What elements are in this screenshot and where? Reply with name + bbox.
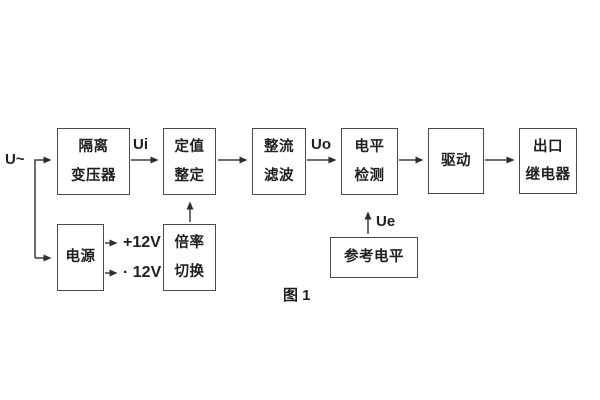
block-label-line: 滤波: [264, 167, 294, 184]
signal-label-ui: Ui: [133, 136, 148, 153]
block-label-line: 整流: [264, 139, 294, 155]
signal-label-input-voltage: U~: [5, 151, 25, 168]
block-setpoint-setting: 定值 整定: [163, 128, 216, 195]
block-label-line: 电平: [354, 139, 385, 155]
block-power-supply: 电源: [57, 224, 104, 291]
figure-caption: 图 1: [283, 287, 311, 304]
block-label-line: 驱动: [441, 152, 471, 169]
block-label-line: 隔离: [78, 139, 109, 155]
block-reference-level: 参考电平: [330, 237, 418, 278]
block-rectifier-filter: 整流 滤波: [252, 128, 306, 195]
arrow-input-to-transformer: [34, 156, 52, 258]
block-label-line: 变压器: [71, 167, 116, 184]
block-label-line: 整定: [174, 167, 205, 184]
block-label-line: 出口: [533, 138, 563, 155]
block-label-line: 检测: [354, 167, 385, 184]
block-isolation-transformer: 隔离 变压器: [57, 128, 130, 195]
signal-label-minus-12v: · 12V: [123, 264, 162, 281]
block-label-line: 参考电平: [344, 249, 404, 266]
block-ratio-switch: 倍率 切换: [163, 224, 216, 291]
block-label-line: 切换: [174, 263, 205, 280]
signal-label-uo: Uo: [311, 136, 331, 153]
block-label-line: 电源: [65, 249, 96, 266]
block-label-line: 继电器: [525, 167, 571, 183]
block-level-detection: 电平 检测: [341, 128, 398, 195]
signal-label-ue: Ue: [376, 213, 396, 230]
signal-label-plus-12v: +12V: [123, 234, 161, 251]
block-driver: 驱动: [428, 128, 484, 194]
block-label-line: 定值: [174, 139, 205, 155]
block-output-relay: 出口 继电器: [519, 128, 577, 194]
block-label-line: 倍率: [174, 235, 205, 251]
